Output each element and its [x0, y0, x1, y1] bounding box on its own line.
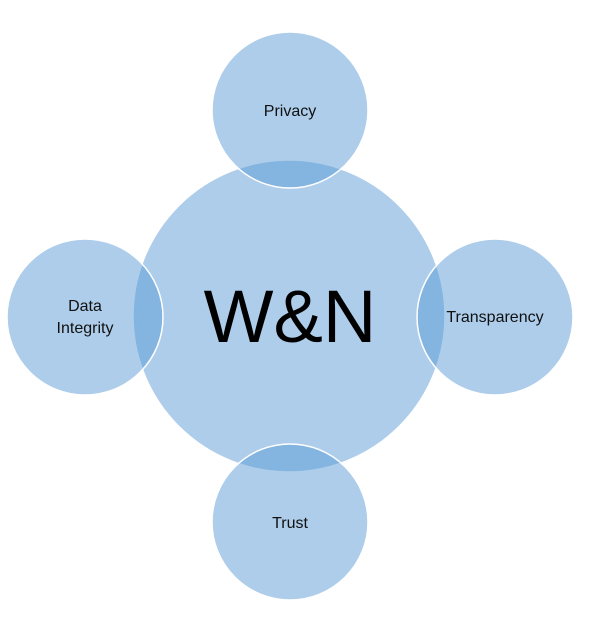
transparency-label: Transparency	[446, 309, 543, 326]
privacy-label: Privacy	[264, 103, 316, 120]
trust-circle	[211, 443, 369, 601]
data-integrity-label-line2: Integrity	[57, 320, 114, 337]
privacy-circle	[211, 31, 369, 189]
data-integrity-circle	[6, 238, 164, 396]
center-label: W&N	[204, 275, 377, 358]
trust-label: Trust	[272, 515, 308, 532]
data-integrity-label-line1: Data	[68, 298, 102, 315]
transparency-circle	[416, 238, 574, 396]
